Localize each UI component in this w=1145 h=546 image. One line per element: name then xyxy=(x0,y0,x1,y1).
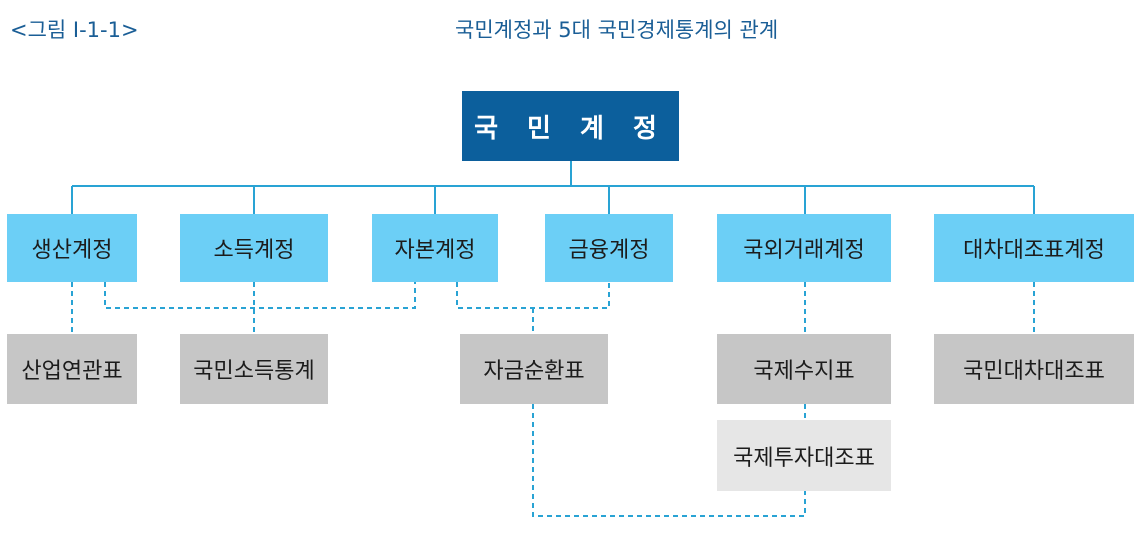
account-production: 생산계정 xyxy=(7,214,137,282)
link-production-capital-bracket xyxy=(104,282,416,309)
figure-title: 국민계정과 5대 국민경제통계의 관계 xyxy=(455,18,779,42)
account-financial: 금융계정 xyxy=(545,214,673,282)
account-capital: 자본계정 xyxy=(372,214,498,282)
stat-national-balance-sheet: 국민대차대조표 xyxy=(934,334,1134,404)
link-flowoffunds-iip xyxy=(532,404,806,517)
account-external: 국외거래계정 xyxy=(717,214,891,282)
stat-national-income: 국민소득통계 xyxy=(180,334,328,404)
link-capital-financial-bracket xyxy=(456,282,610,309)
figure-number: <그림 Ⅰ-1-1> xyxy=(10,18,139,42)
account-balance-sheet: 대차대조표계정 xyxy=(934,214,1134,282)
stat-international-investment-position: 국제투자대조표 xyxy=(717,420,891,491)
account-income: 소득계정 xyxy=(180,214,328,282)
stat-input-output-table: 산업연관표 xyxy=(7,334,137,404)
stat-balance-of-payments: 국제수지표 xyxy=(717,334,891,404)
root-node-national-accounts: 국 민 계 정 xyxy=(462,91,679,161)
stat-flow-of-funds: 자금순환표 xyxy=(460,334,608,404)
